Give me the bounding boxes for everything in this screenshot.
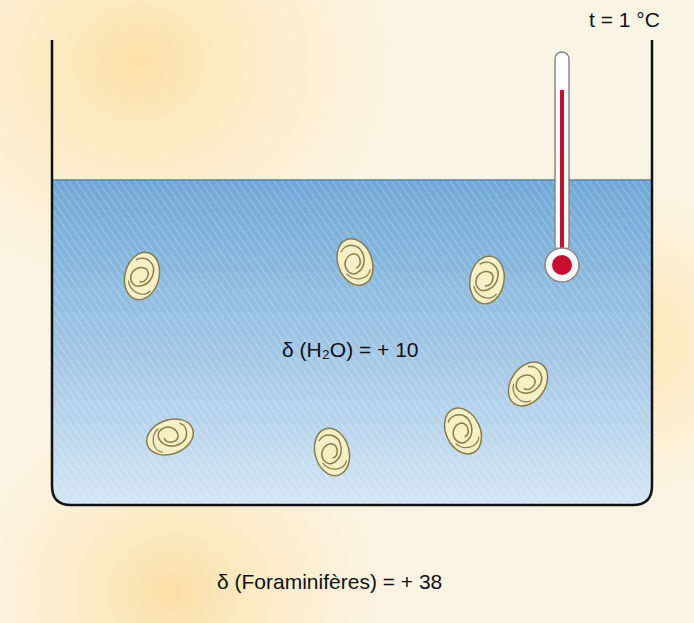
beaker: δ (H₂O) = + 10	[50, 40, 654, 507]
water-delta-value: δ (H₂O) = + 10	[282, 337, 419, 362]
beaker-illustration	[50, 40, 654, 507]
temperature-label: t = 1 °C	[589, 7, 660, 32]
foraminifera-delta-value: δ (Foraminifères) = + 38	[217, 569, 442, 594]
